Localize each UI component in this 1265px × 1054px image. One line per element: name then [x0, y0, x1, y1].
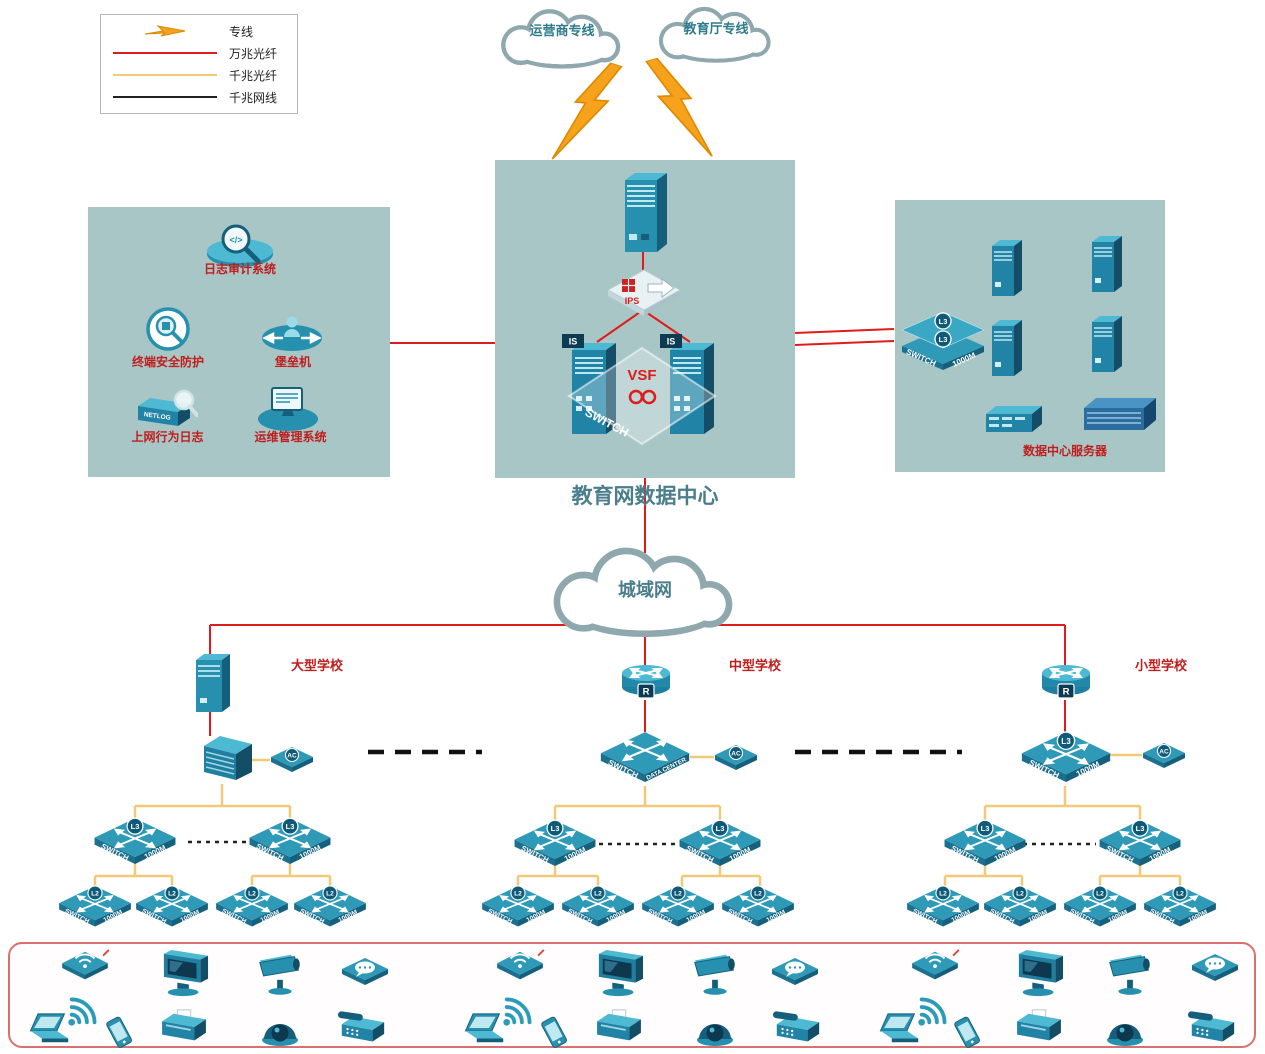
- log-audit-label: 日志审计系统: [203, 262, 276, 276]
- server-2: [1086, 232, 1124, 296]
- laptop-2: [463, 1012, 517, 1046]
- mobile-phone-3: [948, 1016, 988, 1052]
- legend-item-1g-cable: 千兆网线: [109, 87, 289, 108]
- fax-phone-1: [336, 1010, 388, 1050]
- vsf-label: VSF: [627, 367, 656, 384]
- desktop-pc-2: [592, 950, 648, 998]
- legend-item-dedicated: 专线: [109, 21, 289, 42]
- server-4: [1086, 312, 1124, 376]
- fax-phone-2: [771, 1010, 823, 1050]
- small-school-core-switch: [1018, 728, 1114, 788]
- ops-mgmt-label: 运维管理系统: [254, 430, 327, 444]
- large-school-edge-server: [190, 650, 232, 714]
- lightning-legend-icon: [109, 23, 221, 39]
- medium-l3-switch-1: [511, 816, 599, 872]
- large-l2-switch-2: [133, 882, 211, 932]
- server-zone-core-switch: [898, 306, 988, 382]
- red-line-legend-icon: [109, 52, 221, 54]
- laptop-3: [878, 1012, 932, 1046]
- chat-terminal-2: [769, 954, 821, 990]
- medium-school-ac-controller: [712, 742, 760, 776]
- large-school-ac-controller: [268, 744, 316, 778]
- legend: 专线 万兆光纤 千兆光纤 千兆网线: [100, 14, 298, 114]
- chat-terminal-1: [339, 954, 391, 990]
- legend-label: 万兆光纤: [229, 46, 278, 61]
- medium-l2-switch-4: [719, 882, 797, 932]
- desktop-pc-1: [157, 950, 213, 998]
- yellow-line-legend-icon: [109, 74, 221, 76]
- wireless-ap-3: [908, 948, 962, 988]
- disk-array-1: [982, 404, 1046, 438]
- medium-l2-switch-2: [559, 882, 637, 932]
- disk-array-2: [1080, 396, 1160, 436]
- legend-label: 专线: [229, 24, 254, 39]
- small-l2-switch-2: [981, 882, 1059, 932]
- small-l3-switch-2: [1096, 816, 1184, 872]
- printer-3: [1013, 1008, 1065, 1048]
- printer-2: [593, 1008, 645, 1048]
- large-school-label: 大型学校: [290, 658, 343, 673]
- edu-cloud-label: 教育厅专线: [683, 21, 749, 36]
- man-cloud-label: 城域网: [618, 580, 672, 600]
- medium-l2-switch-3: [639, 882, 717, 932]
- netlog-label: 上网行为日志: [131, 430, 204, 444]
- legend-item-1g-fiber: 千兆光纤: [109, 65, 289, 86]
- legend-item-10g: 万兆光纤: [109, 43, 289, 64]
- medium-school-router: [618, 660, 674, 702]
- mobile-phone-1: [100, 1016, 140, 1052]
- terminal-security-icon: [140, 306, 196, 356]
- small-school-ac-controller: [1140, 740, 1188, 774]
- legend-label: 千兆网线: [229, 90, 278, 105]
- fax-phone-3: [1186, 1010, 1238, 1050]
- server-1: [986, 236, 1024, 300]
- small-l2-switch-4: [1141, 882, 1219, 932]
- printer-1: [158, 1008, 210, 1048]
- vsf-fabric-overlay: VSF SWITCH: [567, 346, 717, 446]
- cctv-camera-3: [1102, 952, 1158, 996]
- small-school-router: [1038, 660, 1094, 702]
- laptop-1: [28, 1012, 82, 1046]
- terminal-security-label: 终端安全防护: [131, 355, 204, 369]
- small-l3-switch-1: [941, 816, 1029, 872]
- black-line-legend-icon: [109, 96, 221, 98]
- medium-school-label: 中型学校: [728, 658, 781, 673]
- small-l2-switch-1: [904, 882, 982, 932]
- large-school-core-switch: [196, 732, 260, 786]
- desktop-pc-3: [1012, 950, 1068, 998]
- ips-device: [604, 266, 684, 318]
- cctv-camera-2: [687, 952, 743, 996]
- medium-l2-switch-1: [479, 882, 557, 932]
- medium-school-core-switch: [597, 728, 693, 788]
- vsf-link-icon: [628, 389, 657, 405]
- lightning-bolt-edu: [642, 50, 715, 168]
- dome-camera-2: [693, 1010, 737, 1048]
- firewall-tower: [617, 168, 669, 254]
- ops-mgmt-icon: [256, 386, 320, 432]
- small-l2-switch-3: [1061, 882, 1139, 932]
- chat-terminal-3: [1189, 950, 1241, 986]
- large-l3-switch-2: [246, 814, 334, 870]
- server-zone-label: 数据中心服务器: [1022, 444, 1107, 458]
- large-l2-switch-3: [213, 882, 291, 932]
- large-l2-switch-4: [291, 882, 369, 932]
- mobile-phone-2: [535, 1016, 575, 1052]
- isp-cloud-label: 运营商专线: [529, 23, 595, 38]
- dome-camera-1: [258, 1010, 302, 1048]
- small-school-label: 小型学校: [1134, 658, 1187, 673]
- bastion-host-icon: [260, 310, 324, 354]
- large-l3-switch-1: [91, 814, 179, 870]
- datacenter-title: 教育网数据中心: [571, 484, 719, 508]
- medium-l3-switch-2: [676, 816, 764, 872]
- wireless-ap-2: [493, 948, 547, 988]
- server-3: [986, 316, 1024, 380]
- wireless-ap-1: [58, 948, 112, 988]
- netlog-icon: [132, 388, 198, 434]
- cctv-camera-1: [252, 952, 308, 996]
- large-l2-switch-1: [56, 882, 134, 932]
- lightning-bolt-isp: [550, 54, 626, 172]
- dome-camera-3: [1103, 1010, 1147, 1048]
- bastion-label: 堡垒机: [274, 355, 311, 369]
- legend-label: 千兆光纤: [229, 68, 278, 83]
